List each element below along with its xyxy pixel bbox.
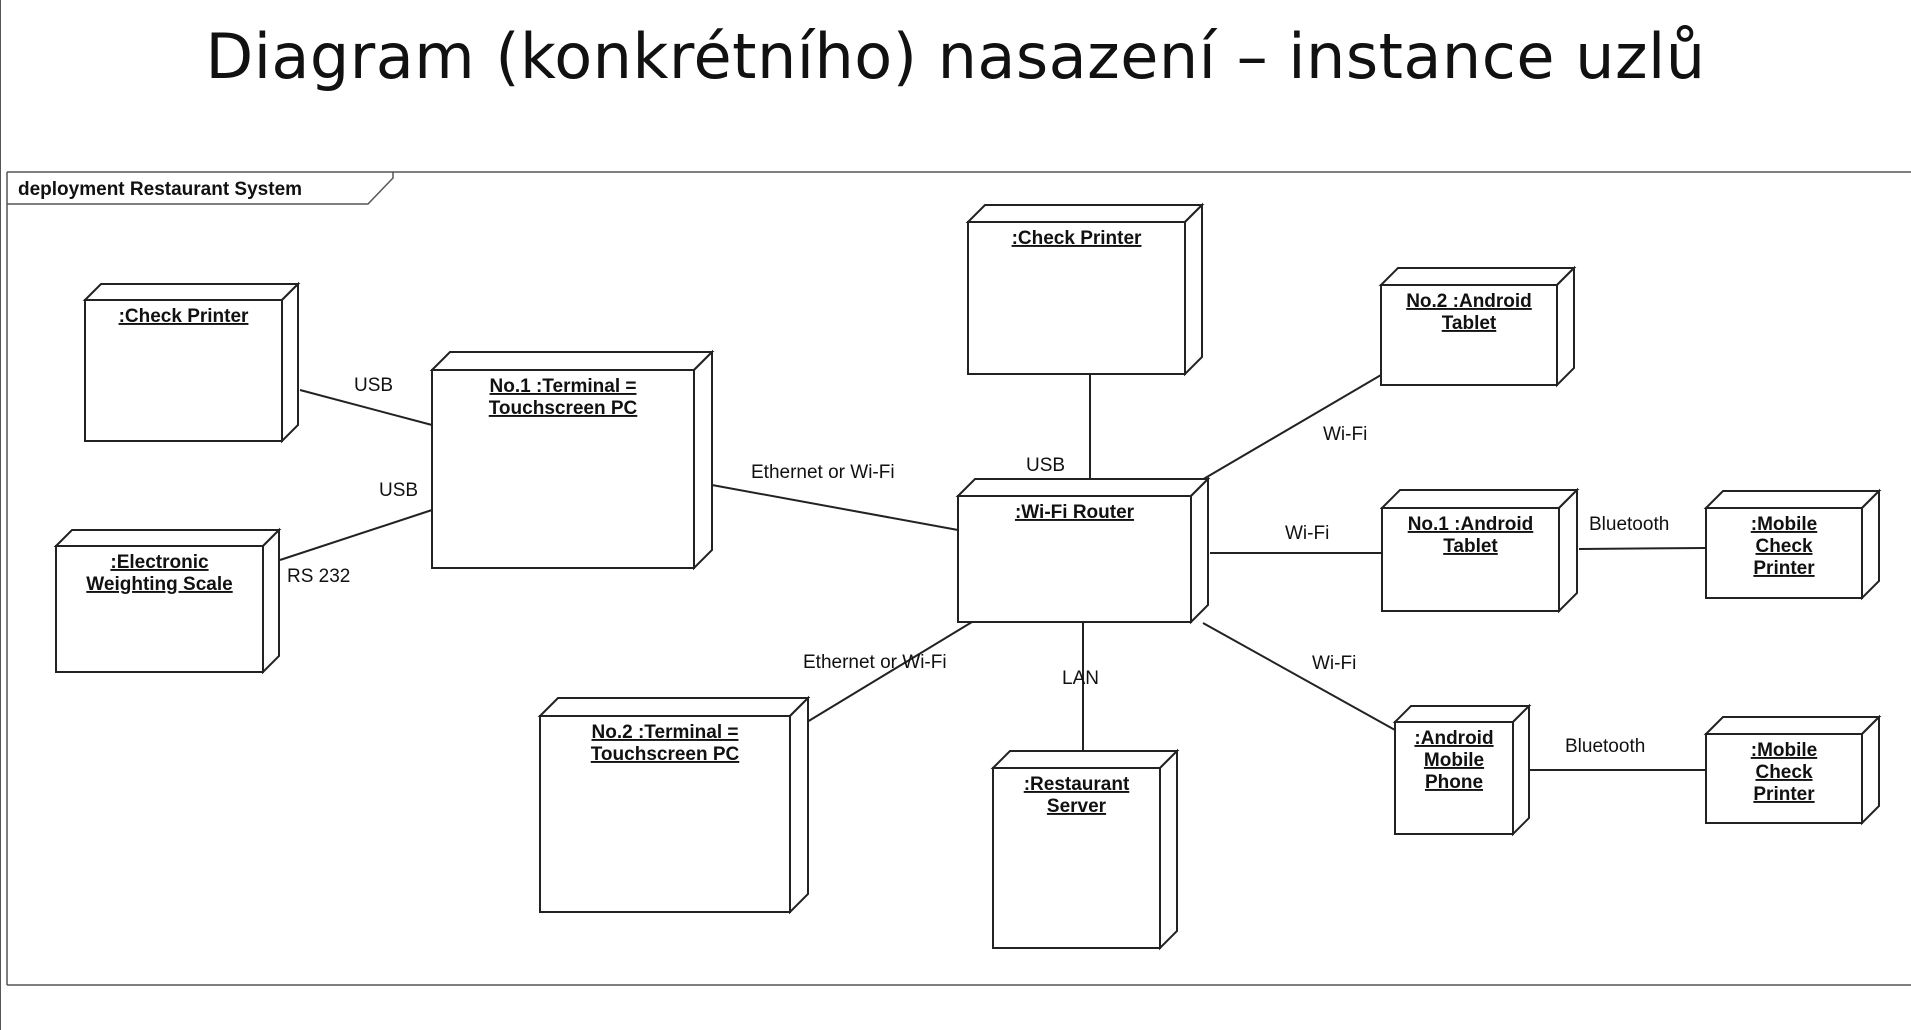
label-router-server: LAN bbox=[1062, 668, 1099, 689]
connector-router-tablet2 bbox=[1194, 374, 1382, 485]
label-printer-router: USB bbox=[1026, 455, 1065, 476]
terminal-1-node: No.1 :Terminal =Touchscreen PC bbox=[429, 349, 715, 571]
label-phone-printer: Bluetooth bbox=[1565, 736, 1645, 757]
terminal-1-node-label: No.1 :Terminal =Touchscreen PC bbox=[489, 376, 638, 419]
label-router-tablet1: Wi-Fi bbox=[1285, 523, 1329, 544]
check-printer-node-left-label: :Check Printer bbox=[119, 306, 249, 327]
connector-tablet1-printer bbox=[1578, 547, 1707, 550]
check-printer-node-top-label: :Check Printer bbox=[1012, 228, 1142, 249]
connector-printer-terminal bbox=[299, 389, 433, 426]
connector-router-phone bbox=[1202, 622, 1396, 731]
label-scale-terminal-usb: USB bbox=[379, 480, 418, 501]
terminal-2-node: No.2 :Terminal =Touchscreen PC bbox=[537, 695, 811, 915]
check-printer-node-top: :Check Printer bbox=[965, 202, 1205, 377]
label-tablet1-printer: Bluetooth bbox=[1589, 514, 1669, 535]
connection-labels: USB USB RS 232 Ethernet or Wi-Fi Etherne… bbox=[287, 375, 1669, 757]
terminal-2-node-label: No.2 :Terminal =Touchscreen PC bbox=[591, 722, 740, 765]
frame-label: deployment Restaurant System bbox=[18, 179, 302, 200]
label-scale-terminal-rs232: RS 232 bbox=[287, 566, 350, 587]
label-printer-terminal: USB bbox=[354, 375, 393, 396]
slide-title: Diagram (konkrétního) nasazení – instanc… bbox=[205, 20, 1706, 93]
connector-terminal1-router bbox=[711, 484, 959, 531]
diagram-frame: deployment Restaurant System bbox=[6, 171, 1911, 986]
connector-terminal2-router bbox=[806, 621, 973, 723]
wifi-router-node-label: :Wi-Fi Router bbox=[1015, 502, 1135, 523]
slide-left-border bbox=[0, 0, 1, 1030]
connector-scale-terminal bbox=[279, 509, 433, 561]
label-terminal1-router: Ethernet or Wi-Fi bbox=[751, 462, 895, 483]
check-printer-node-left: :Check Printer bbox=[82, 281, 301, 444]
label-router-tablet2: Wi-Fi bbox=[1323, 424, 1367, 445]
label-terminal2-router: Ethernet or Wi-Fi bbox=[803, 652, 947, 673]
wifi-router-node: :Wi-Fi Router bbox=[955, 476, 1211, 625]
connections bbox=[279, 374, 1707, 771]
label-router-phone: Wi-Fi bbox=[1312, 653, 1356, 674]
